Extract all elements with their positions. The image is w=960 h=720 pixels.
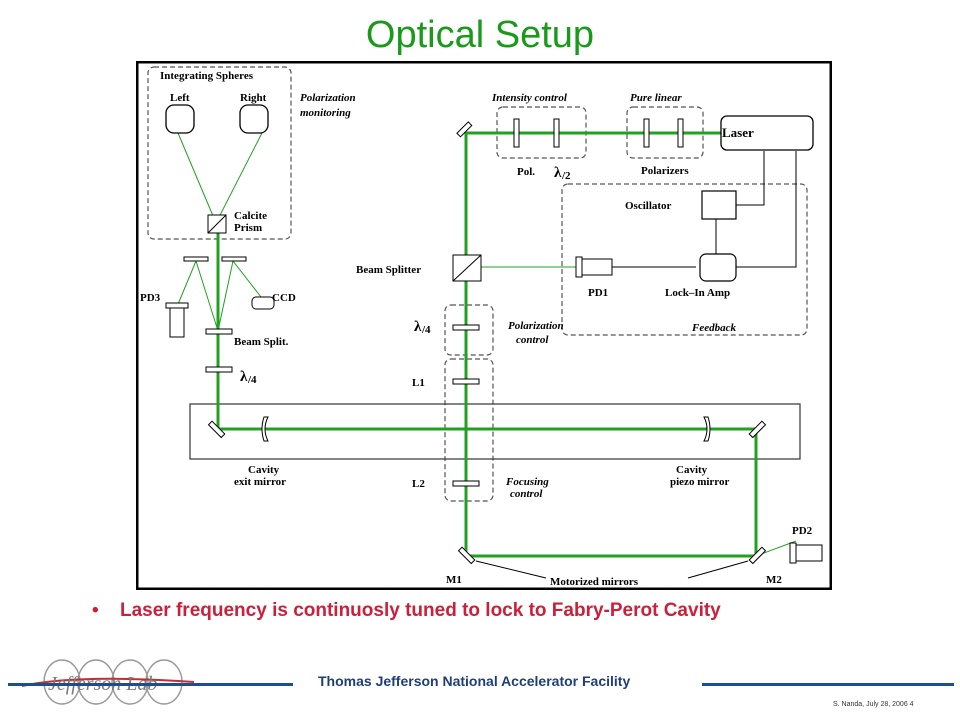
top-steering-mirror: [456, 121, 473, 138]
ccd-mirror: [221, 256, 247, 262]
cavity-piezo-label-2: piezo mirror: [670, 476, 729, 488]
lambda-mid-symbol: λ: [414, 319, 422, 335]
motorized-label: Motorized mirrors: [550, 576, 639, 588]
lens-l1: [452, 378, 480, 385]
pd2-label: PD2: [792, 525, 813, 537]
footer-rule-left: [8, 683, 293, 686]
half-wave-plate: [553, 118, 560, 148]
feedback-box: [561, 183, 808, 336]
m2-label: M2: [766, 574, 782, 586]
pure-linear-label: Pure linear: [630, 92, 682, 104]
lambda-left-symbol: λ: [240, 369, 248, 385]
footer-organization: Thomas Jefferson National Accelerator Fa…: [318, 673, 631, 689]
lockin-box: [699, 253, 737, 282]
prism-label: Prism: [234, 222, 262, 234]
arrow-to-m1: [475, 560, 547, 579]
polarizer-pol: [513, 118, 520, 148]
quarter-left-label: /4: [247, 374, 257, 386]
polarizer-2: [677, 118, 684, 148]
pd3-beam-a: [195, 260, 219, 332]
lens-l2: [452, 480, 480, 487]
slide-title: Optical Setup: [365, 14, 595, 56]
l2-label: L2: [412, 478, 425, 490]
pd3-detector: [169, 306, 185, 338]
left-sphere-beam: [177, 132, 217, 224]
cavity-piezo-label-1: Cavity: [676, 464, 708, 476]
m1-mirror: [457, 546, 476, 565]
bullet-dot: •: [92, 600, 99, 621]
polarization-control-box: [444, 304, 494, 356]
right-sphere-label: Right: [240, 92, 267, 104]
footer-credit: S. Nanda, July 28, 2006 4: [833, 701, 914, 708]
pd1-label: PD1: [588, 287, 608, 299]
half-label: /2: [561, 170, 571, 182]
m2-mirror: [748, 546, 767, 565]
polarizer-1: [643, 118, 650, 148]
integrating-spheres-label: Integrating Spheres: [160, 70, 254, 82]
lockin-to-laser: [736, 151, 797, 268]
pd3-label: PD3: [140, 292, 161, 304]
cavity-exit-mirror: [261, 416, 269, 442]
cavity-piezo-mirror: [703, 416, 711, 442]
beam-splitter-label: Beam Splitter: [356, 264, 421, 276]
feedback-label: Feedback: [691, 322, 736, 334]
laser-label: Laser: [722, 125, 754, 140]
polarizers-label: Polarizers: [641, 165, 689, 177]
m1-label: M1: [446, 574, 462, 586]
ccd-camera: [251, 296, 275, 310]
pd3-mirror: [183, 256, 209, 262]
piezo-steering-mirror: [748, 420, 767, 439]
cavity-exit-label-1: Cavity: [248, 464, 280, 476]
cavity-table: [189, 403, 801, 460]
ccd-beam-b: [232, 260, 262, 298]
focusing-control-1: Focusing: [505, 476, 549, 488]
polarization-control-1: Polarization: [508, 320, 564, 332]
focusing-control-box: [444, 358, 494, 502]
pol-label: Pol.: [517, 166, 535, 178]
polarization-monitoring-1: Polarization: [300, 92, 356, 104]
oscillator-to-laser: [736, 151, 765, 206]
laser-box: [720, 115, 814, 151]
cavity-exit-label-2: exit mirror: [234, 476, 286, 488]
ccd-label: CCD: [272, 292, 296, 304]
right-sphere-beam: [215, 132, 263, 224]
quarter-mid-label: /4: [421, 324, 431, 336]
pd1-detector: [581, 258, 613, 276]
beam-split-optic: [205, 328, 233, 335]
pd2-detector: [795, 544, 823, 562]
polarization-control-2: control: [516, 334, 549, 346]
ccd-beam-a: [217, 260, 234, 332]
oscillator-label: Oscillator: [625, 200, 672, 212]
intensity-control-label: Intensity control: [491, 92, 568, 104]
footer-rule-right: [702, 683, 954, 686]
beam-split-label: Beam Split.: [234, 336, 289, 348]
lambda-half-symbol: λ: [554, 165, 562, 181]
calcite-label: Calcite: [234, 210, 267, 222]
left-sphere: [165, 104, 195, 134]
optical-setup-diagram: Integrating Spheres Left Right Calcite P…: [136, 61, 832, 590]
quarter-wave-left: [205, 366, 233, 373]
arrow-to-m2: [687, 560, 749, 579]
lockin-label: Lock–In Amp: [665, 287, 730, 299]
l1-label: L1: [412, 377, 425, 389]
quarter-wave-mid: [452, 324, 480, 331]
bullet-point: • Laser frequency is continuosly tuned to…: [92, 600, 892, 622]
oscillator-box: [701, 190, 737, 220]
integrating-spheres-box: [147, 66, 292, 240]
polarization-monitoring-2: monitoring: [300, 107, 351, 119]
exit-steering-mirror: [207, 420, 226, 439]
right-sphere: [239, 104, 269, 134]
left-sphere-label: Left: [170, 92, 190, 104]
focusing-control-2: control: [510, 488, 543, 500]
bullet-text: Laser frequency is continuosly tuned to …: [120, 600, 721, 621]
pd3-beam-b: [175, 260, 197, 310]
